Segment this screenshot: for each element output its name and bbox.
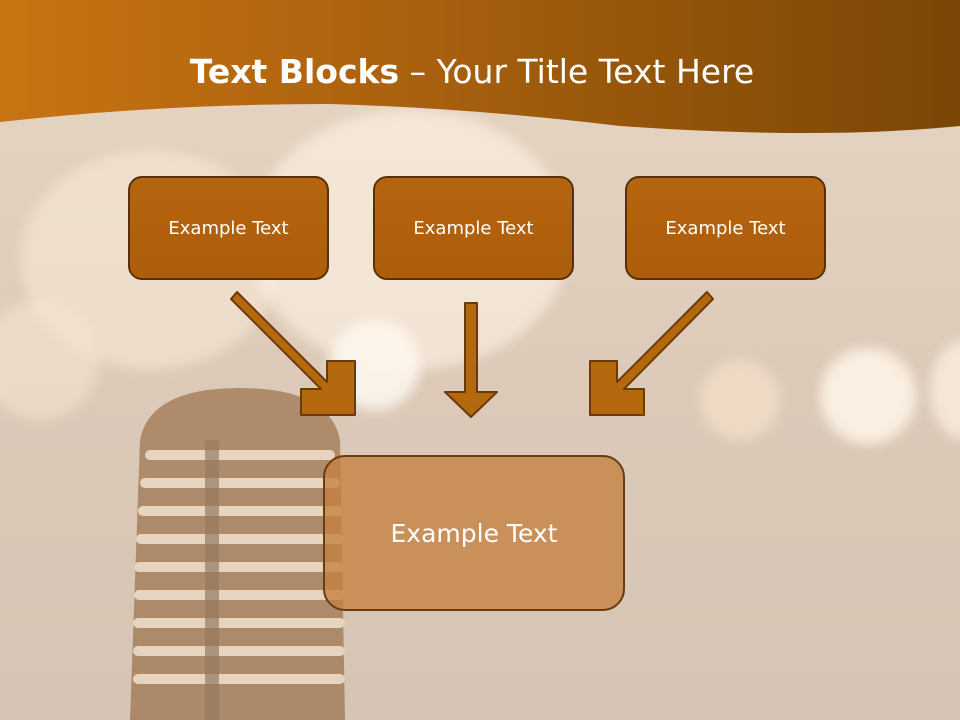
text-block-main[interactable]: Example Text: [323, 455, 625, 611]
text-block-2[interactable]: Example Text: [373, 176, 574, 280]
text-block-3-label: Example Text: [665, 217, 786, 239]
text-block-2-label: Example Text: [413, 217, 534, 239]
text-block-main-label: Example Text: [390, 518, 558, 548]
arrow-down-right-icon: [230, 291, 356, 416]
text-block-3[interactable]: Example Text: [625, 176, 826, 280]
arrow-down-icon: [444, 302, 498, 418]
title-bold: Text Blocks: [189, 52, 400, 91]
title-dash: –: [399, 52, 437, 91]
title-rest: Your Title Text Here: [436, 52, 755, 91]
text-block-1[interactable]: Example Text: [128, 176, 329, 280]
slide-title: Text Blocks – Your Title Text Here: [0, 52, 944, 91]
arrow-down-left-icon: [589, 291, 714, 416]
header-band: Text Blocks – Your Title Text Here: [0, 0, 960, 150]
text-block-1-label: Example Text: [168, 217, 289, 239]
